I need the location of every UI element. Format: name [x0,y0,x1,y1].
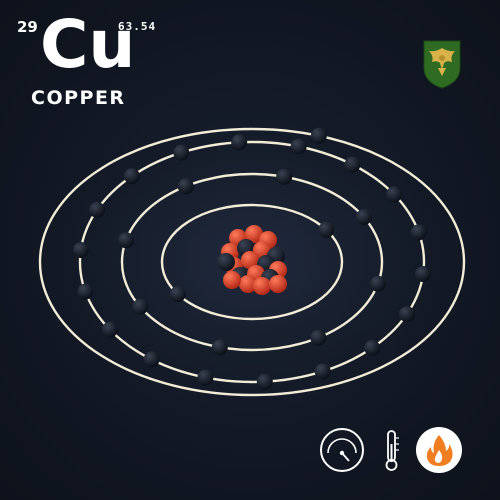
electron [197,369,214,386]
electron [89,201,106,218]
electron [355,209,372,226]
orbit-shell-3 [78,140,426,384]
electron [118,232,134,249]
proton [239,275,257,293]
proton [245,225,263,243]
electron [370,275,386,292]
element-symbol: Cu [40,6,136,83]
flame-icon[interactable] [415,426,463,474]
proton [241,251,259,269]
orbit-shell-4 [38,127,466,397]
gauge-icon[interactable] [318,426,366,474]
electron [123,168,140,185]
electron [410,224,427,241]
electron [290,138,307,155]
electron [318,221,335,238]
electron [398,306,415,323]
electron [231,134,248,151]
atomic-mass: 63.54 [118,20,157,33]
proton [269,275,287,293]
thermometer-icon[interactable] [367,426,415,474]
proton [223,271,241,289]
electron [364,339,381,356]
electron [177,178,194,195]
eagle-insignia-icon[interactable] [421,38,463,90]
electron [132,298,149,315]
proton [253,241,271,259]
orbit-shell-1 [160,203,344,321]
element-name: COPPER [31,87,126,109]
electron [310,127,327,144]
electron [101,321,118,338]
electron [72,242,89,258]
electron [314,363,331,380]
electron [276,168,293,185]
electron [173,144,190,161]
atomic-number: 29 [17,18,38,36]
electron [77,283,94,300]
electron [169,286,186,303]
electron [211,339,228,356]
electron [415,266,432,282]
proton [253,277,271,295]
nucleus [217,225,287,295]
neutron [217,253,235,271]
electron [310,329,327,346]
electron [344,156,361,173]
electron [143,351,160,368]
orbit-shell-2 [120,172,384,352]
electron [256,373,273,390]
electron [386,186,403,203]
